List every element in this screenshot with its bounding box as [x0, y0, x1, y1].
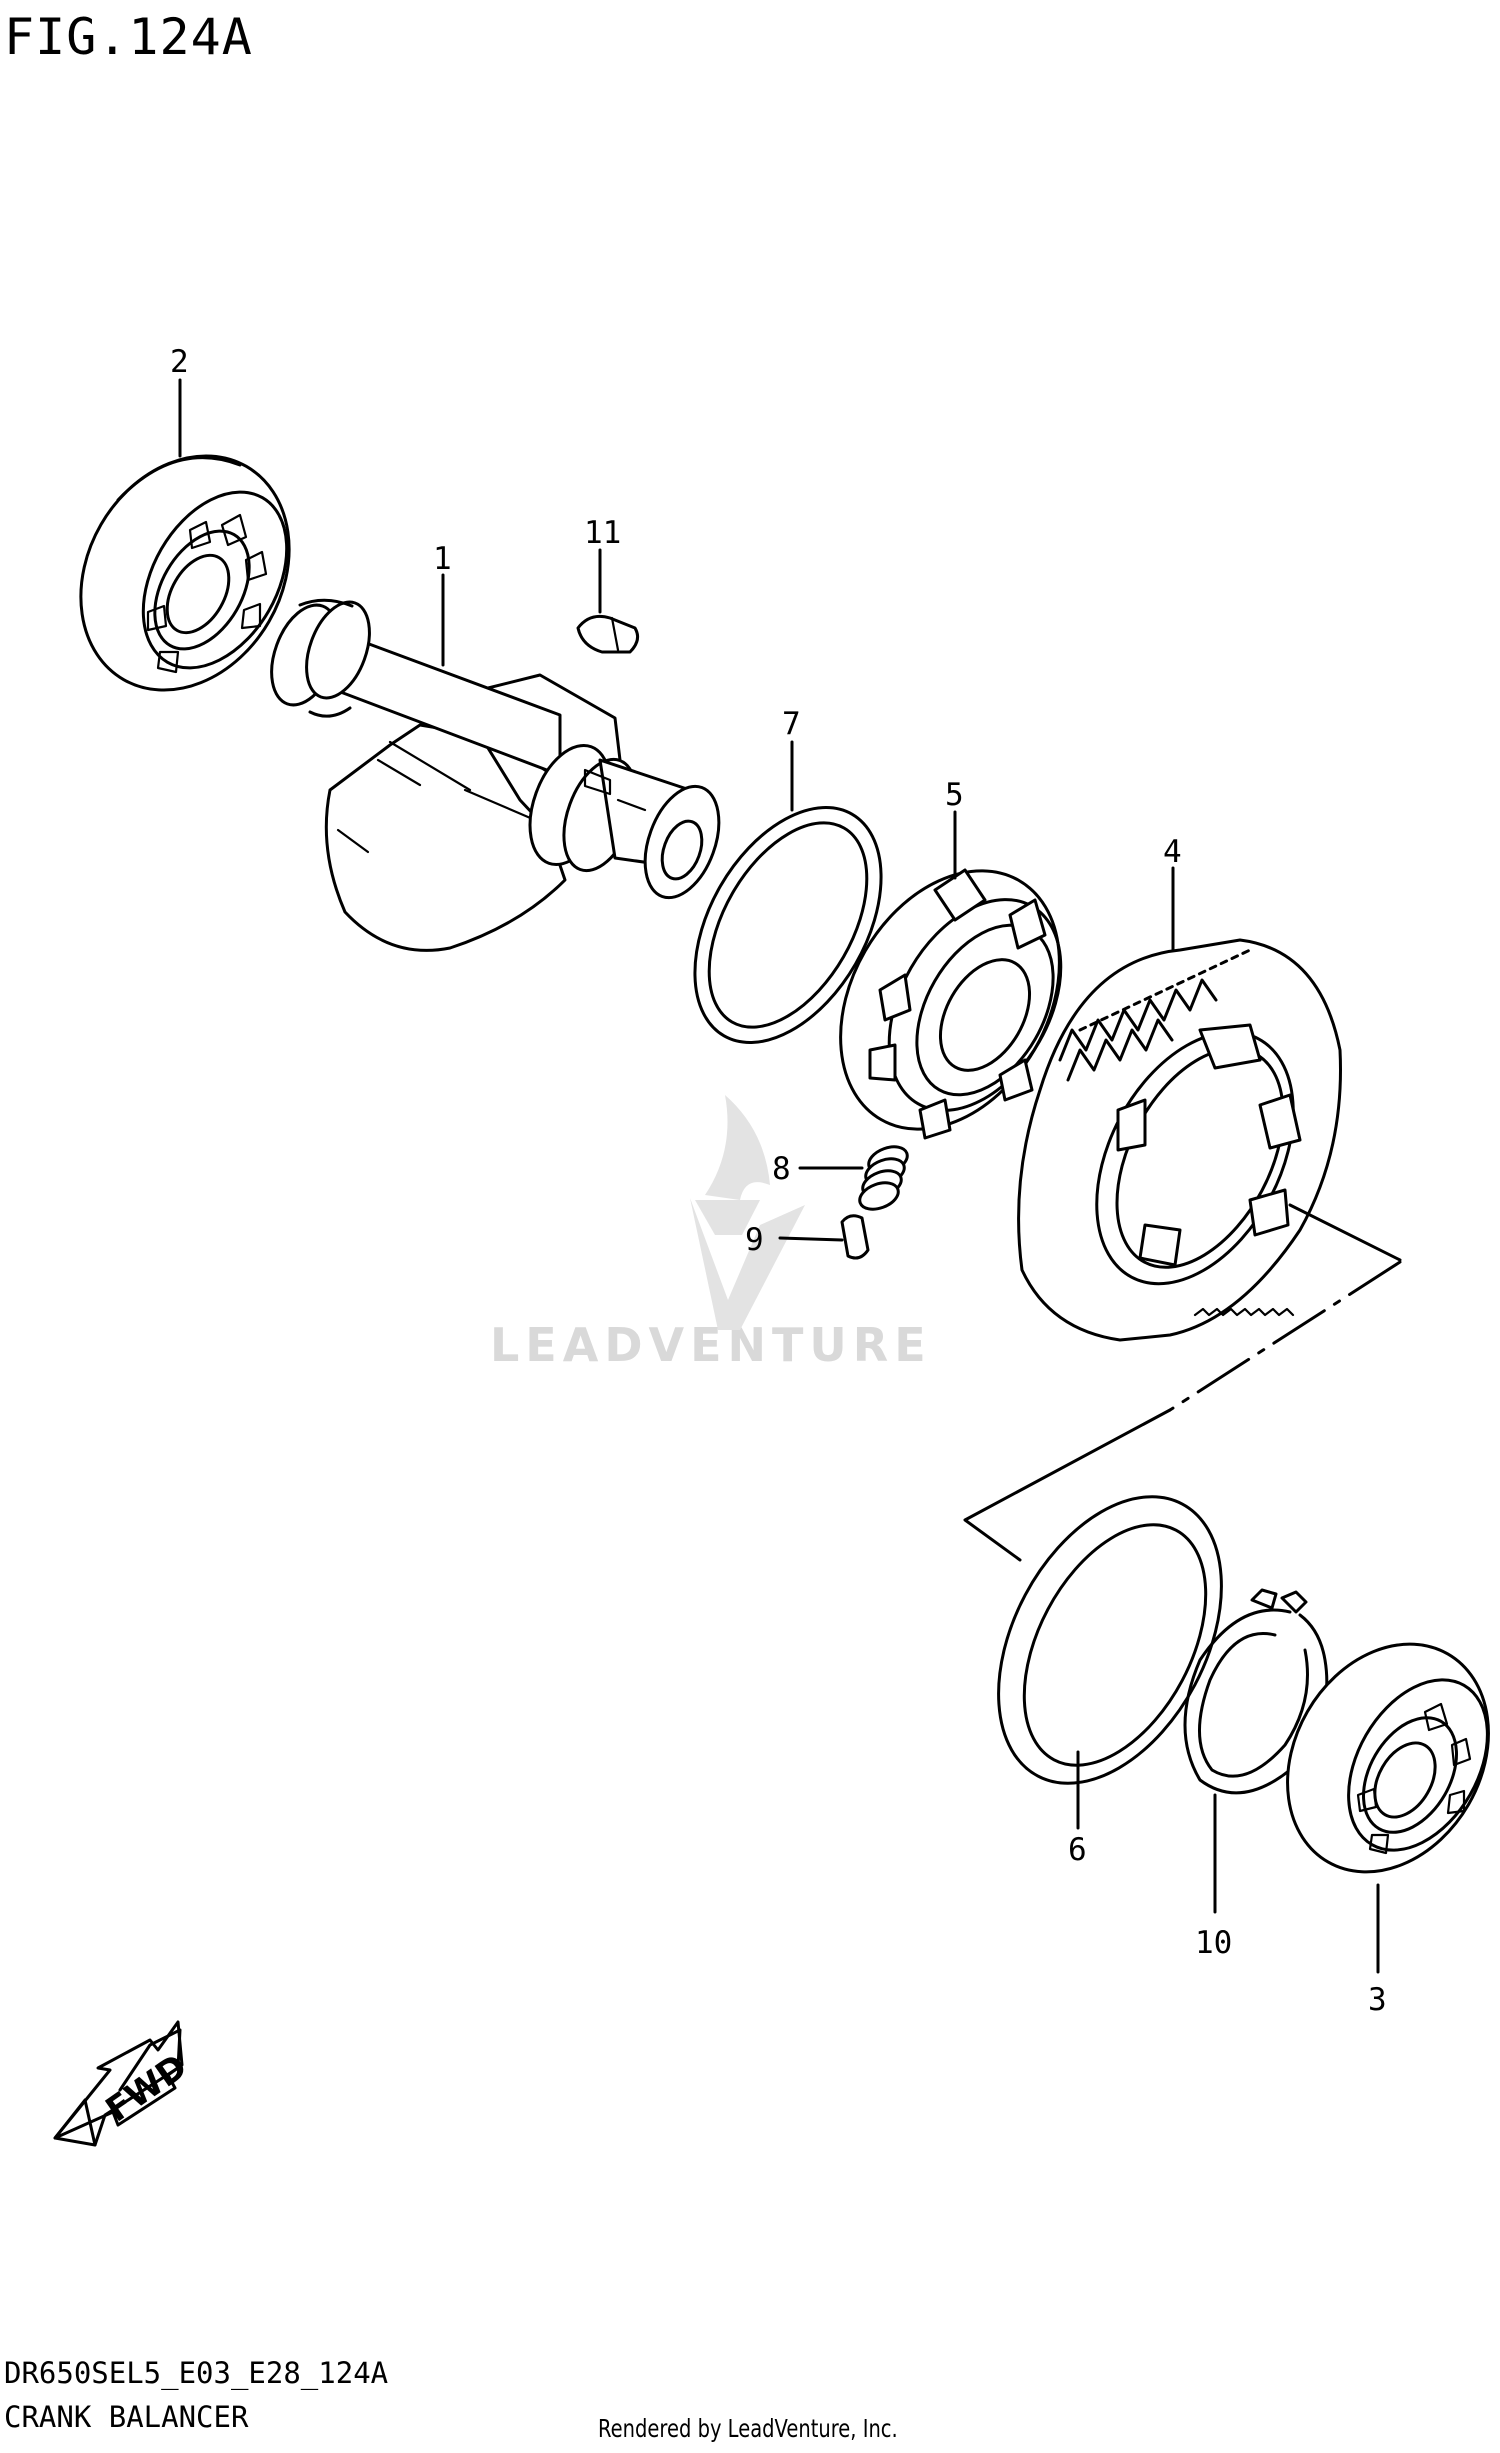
figure-title: FIG.124A [4, 8, 253, 66]
callout-4[interactable]: 4 [1163, 834, 1182, 870]
callout-5[interactable]: 5 [945, 777, 964, 813]
callout-6[interactable]: 6 [1068, 1832, 1087, 1868]
callout-7[interactable]: 7 [782, 706, 801, 742]
assembly-line [1168, 1260, 1402, 1412]
callout-2[interactable]: 2 [170, 344, 189, 380]
part-9-pin[interactable] [840, 1214, 870, 1260]
callout-11[interactable]: 11 [584, 515, 621, 551]
part-10-circlip[interactable] [1183, 1588, 1329, 1795]
part-8-spring[interactable] [856, 1142, 911, 1214]
part-6-washer[interactable] [953, 1459, 1267, 1821]
part-2-bearing[interactable] [39, 418, 330, 728]
section-name: CRANK BALANCER [4, 2400, 249, 2434]
part-1-balancer-shaft[interactable] [259, 593, 733, 952]
part-11-key[interactable] [576, 614, 640, 654]
assembly-leader [963, 1408, 1172, 1562]
callout-1[interactable]: 1 [433, 541, 452, 577]
callout-8[interactable]: 8 [772, 1151, 791, 1187]
fwd-arrow-icon: FWD [53, 2020, 195, 2147]
part-3-bearing[interactable] [1247, 1608, 1500, 1909]
diagram-code: DR650SEL5_E03_E28_124A [4, 2356, 389, 2390]
watermark-text: LEADVENTURE [490, 1318, 932, 1372]
callout-10[interactable]: 10 [1195, 1925, 1232, 1961]
part-5-hub[interactable] [796, 831, 1104, 1168]
callout-9[interactable]: 9 [745, 1222, 764, 1258]
callout-3[interactable]: 3 [1368, 1982, 1387, 2018]
part-4-gear[interactable] [1017, 938, 1402, 1342]
watermark-logo [690, 1095, 805, 1330]
render-credit: Rendered by LeadVenture, Inc. [598, 2414, 898, 2443]
part-7-washer[interactable] [656, 775, 919, 1075]
